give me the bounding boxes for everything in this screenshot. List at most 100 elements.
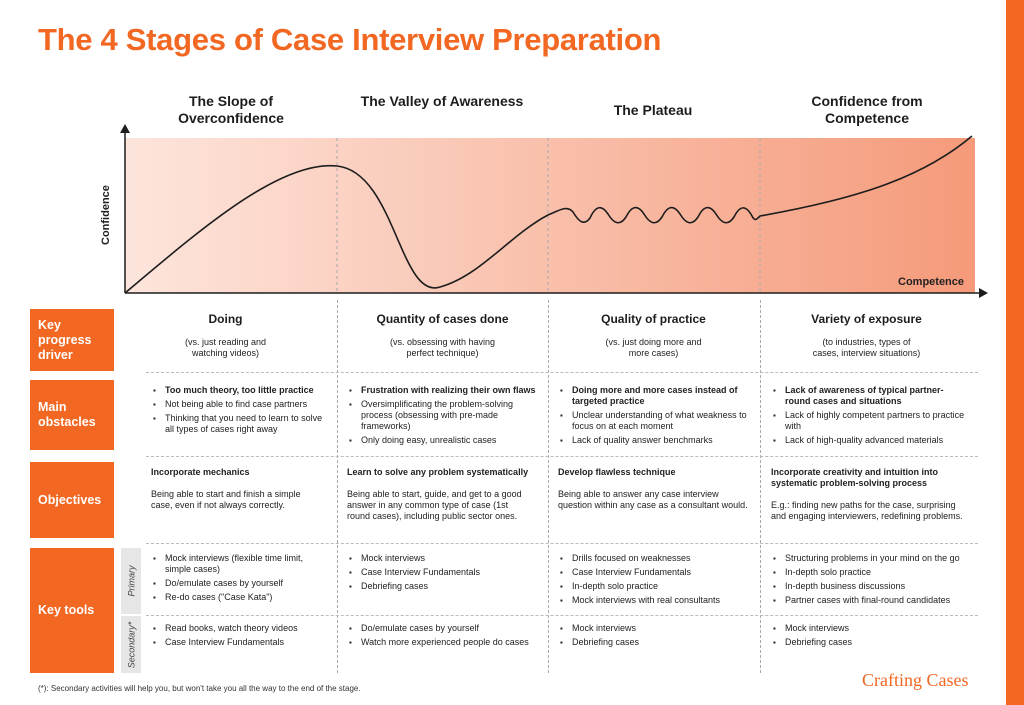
list-item: Do/emulate cases by yourself [349, 623, 539, 634]
objective-text: Being able to answer any case interview … [558, 489, 748, 510]
list-item: Frustration with realizing their own fla… [349, 385, 539, 396]
tools-primary-cell-3: Drills focused on weaknesses Case Interv… [558, 553, 752, 609]
list-item: Lack of high-quality advanced materials [773, 435, 965, 446]
obstacles-cell-3: Doing more and more cases instead of tar… [558, 385, 752, 449]
sublabel-secondary: Secondary* [121, 616, 141, 673]
list-item: Watch more experienced people do cases [349, 637, 539, 648]
objective-title: Develop flawless technique [558, 467, 676, 477]
sublabel-primary: Primary [121, 548, 141, 614]
list-item: Too much theory, too little practice [153, 385, 329, 396]
obstacles-cell-4: Lack of awareness of typical partner-rou… [771, 385, 965, 449]
list-item: Case Interview Fundamentals [349, 567, 537, 578]
list-item: Debriefing cases [349, 581, 537, 592]
list-item: Read books, watch theory videos [153, 623, 329, 634]
chart-background [125, 138, 975, 293]
driver-title: Variety of exposure [811, 312, 922, 326]
brand-logo: Crafting Cases [862, 670, 969, 690]
confidence-curve [124, 135, 973, 294]
list-item: Oversimplificating the problem-solving p… [349, 399, 539, 432]
list-item: Do/emulate cases by yourself [153, 578, 329, 589]
driver-subtitle: (vs. just reading and watching videos) [184, 337, 267, 358]
list-item: Mock interviews [560, 623, 752, 634]
stage-heading-3: The Plateau [613, 102, 693, 118]
stage-heading-2: The Valley of Awareness [360, 93, 524, 109]
list-item: Re-do cases ("Case Kata") [153, 592, 329, 603]
objectives-cell-4: Incorporate creativity and intuition int… [771, 467, 967, 522]
column-divider-3 [760, 300, 761, 673]
stage-heading-4: Confidence from Competence [811, 93, 923, 126]
list-item: Case Interview Fundamentals [153, 637, 329, 648]
row-divider-1 [146, 372, 978, 373]
row-label-objectives: Objectives [30, 462, 114, 538]
row-divider-2 [146, 456, 978, 457]
row-divider-3 [146, 543, 978, 544]
right-accent-bar [1006, 0, 1024, 705]
driver-cell-1: Doing (vs. just reading and watching vid… [128, 312, 323, 359]
tools-secondary-cell-4: Mock interviews Debriefing cases [771, 623, 965, 651]
list-item: Unclear understanding of what weakness t… [560, 410, 752, 432]
list-item: In-depth solo practice [773, 567, 971, 578]
tools-primary-cell-2: Mock interviews Case Interview Fundament… [347, 553, 537, 595]
column-divider-2 [548, 300, 549, 673]
list-item: Mock interviews [773, 623, 965, 634]
stage-heading-1: The Slope of Overconfidence [178, 93, 284, 126]
list-item: Lack of highly competent partners to pra… [773, 410, 965, 432]
obstacles-cell-2: Frustration with realizing their own fla… [347, 385, 539, 449]
objective-title: Incorporate creativity and intuition int… [771, 467, 939, 488]
objectives-cell-1: Incorporate mechanics Being able to star… [151, 467, 301, 511]
tools-secondary-cell-3: Mock interviews Debriefing cases [558, 623, 752, 651]
driver-title: Quality of practice [601, 312, 706, 326]
row-label-tools: Key tools [30, 548, 114, 673]
objectives-cell-3: Develop flawless technique Being able to… [558, 467, 754, 511]
list-item: Doing more and more cases instead of tar… [560, 385, 752, 407]
driver-title: Doing [208, 312, 243, 326]
driver-cell-2: Quantity of cases done (vs. obsessing wi… [345, 312, 540, 359]
list-item: Thinking that you need to learn to solve… [153, 413, 329, 435]
y-axis-arrow-icon [120, 124, 130, 133]
list-item: Partner cases with final-round candidate… [773, 595, 971, 606]
objective-text: Being able to start and finish a simple … [151, 489, 301, 510]
driver-cell-4: Variety of exposure (to industries, type… [769, 312, 964, 359]
list-item: Lack of awareness of typical partner-rou… [773, 385, 965, 407]
driver-subtitle: (vs. obsessing with having perfect techn… [389, 337, 496, 358]
footnote: (*): Secondary activities will help you,… [38, 684, 361, 693]
list-item: In-depth business discussions [773, 581, 971, 592]
list-item: Mock interviews (flexible time limit, si… [153, 553, 329, 575]
objective-text: Being able to start, guide, and get to a… [347, 489, 522, 521]
row-divider-4 [146, 615, 978, 616]
sublabel-primary-text: Primary [126, 565, 136, 597]
driver-subtitle: (vs. just doing more and more cases) [605, 337, 702, 358]
obstacles-cell-1: Too much theory, too little practice Not… [151, 385, 329, 438]
list-item: Lack of quality answer benchmarks [560, 435, 752, 446]
column-divider-1 [337, 300, 338, 673]
objective-title: Learn to solve any problem systematicall… [347, 467, 529, 477]
driver-cell-3: Quality of practice (vs. just doing more… [556, 312, 751, 359]
list-item: Not being able to find case partners [153, 399, 329, 410]
objective-title: Incorporate mechanics [151, 467, 250, 477]
confidence-curve-chart [120, 124, 988, 298]
row-label-obstacles: Main obstacles [30, 380, 114, 450]
list-item: Only doing easy, unrealistic cases [349, 435, 539, 446]
list-item: In-depth solo practice [560, 581, 752, 592]
tools-secondary-cell-2: Do/emulate cases by yourself Watch more … [347, 623, 539, 651]
list-item: Structuring problems in your mind on the… [773, 553, 971, 564]
objectives-cell-2: Learn to solve any problem systematicall… [347, 467, 532, 522]
list-item: Mock interviews [349, 553, 537, 564]
list-item: Mock interviews with real consultants [560, 595, 752, 606]
y-axis-label: Confidence [100, 185, 112, 245]
list-item: Debriefing cases [773, 637, 965, 648]
driver-subtitle: (to industries, types of cases, intervie… [812, 337, 921, 358]
x-axis-arrow-icon [979, 288, 988, 298]
sublabel-secondary-text: Secondary* [126, 621, 136, 668]
x-axis-label: Competence [898, 276, 965, 288]
row-label-driver: Key progress driver [30, 309, 114, 371]
list-item: Debriefing cases [560, 637, 752, 648]
tools-primary-cell-4: Structuring problems in your mind on the… [771, 553, 971, 609]
tools-primary-cell-1: Mock interviews (flexible time limit, si… [151, 553, 329, 606]
page-title: The 4 Stages of Case Interview Preparati… [38, 22, 662, 57]
list-item: Case Interview Fundamentals [560, 567, 752, 578]
list-item: Drills focused on weaknesses [560, 553, 752, 564]
driver-title: Quantity of cases done [376, 312, 509, 326]
tools-secondary-cell-1: Read books, watch theory videos Case Int… [151, 623, 329, 651]
objective-text: E.g.: finding new paths for the case, su… [771, 500, 963, 521]
